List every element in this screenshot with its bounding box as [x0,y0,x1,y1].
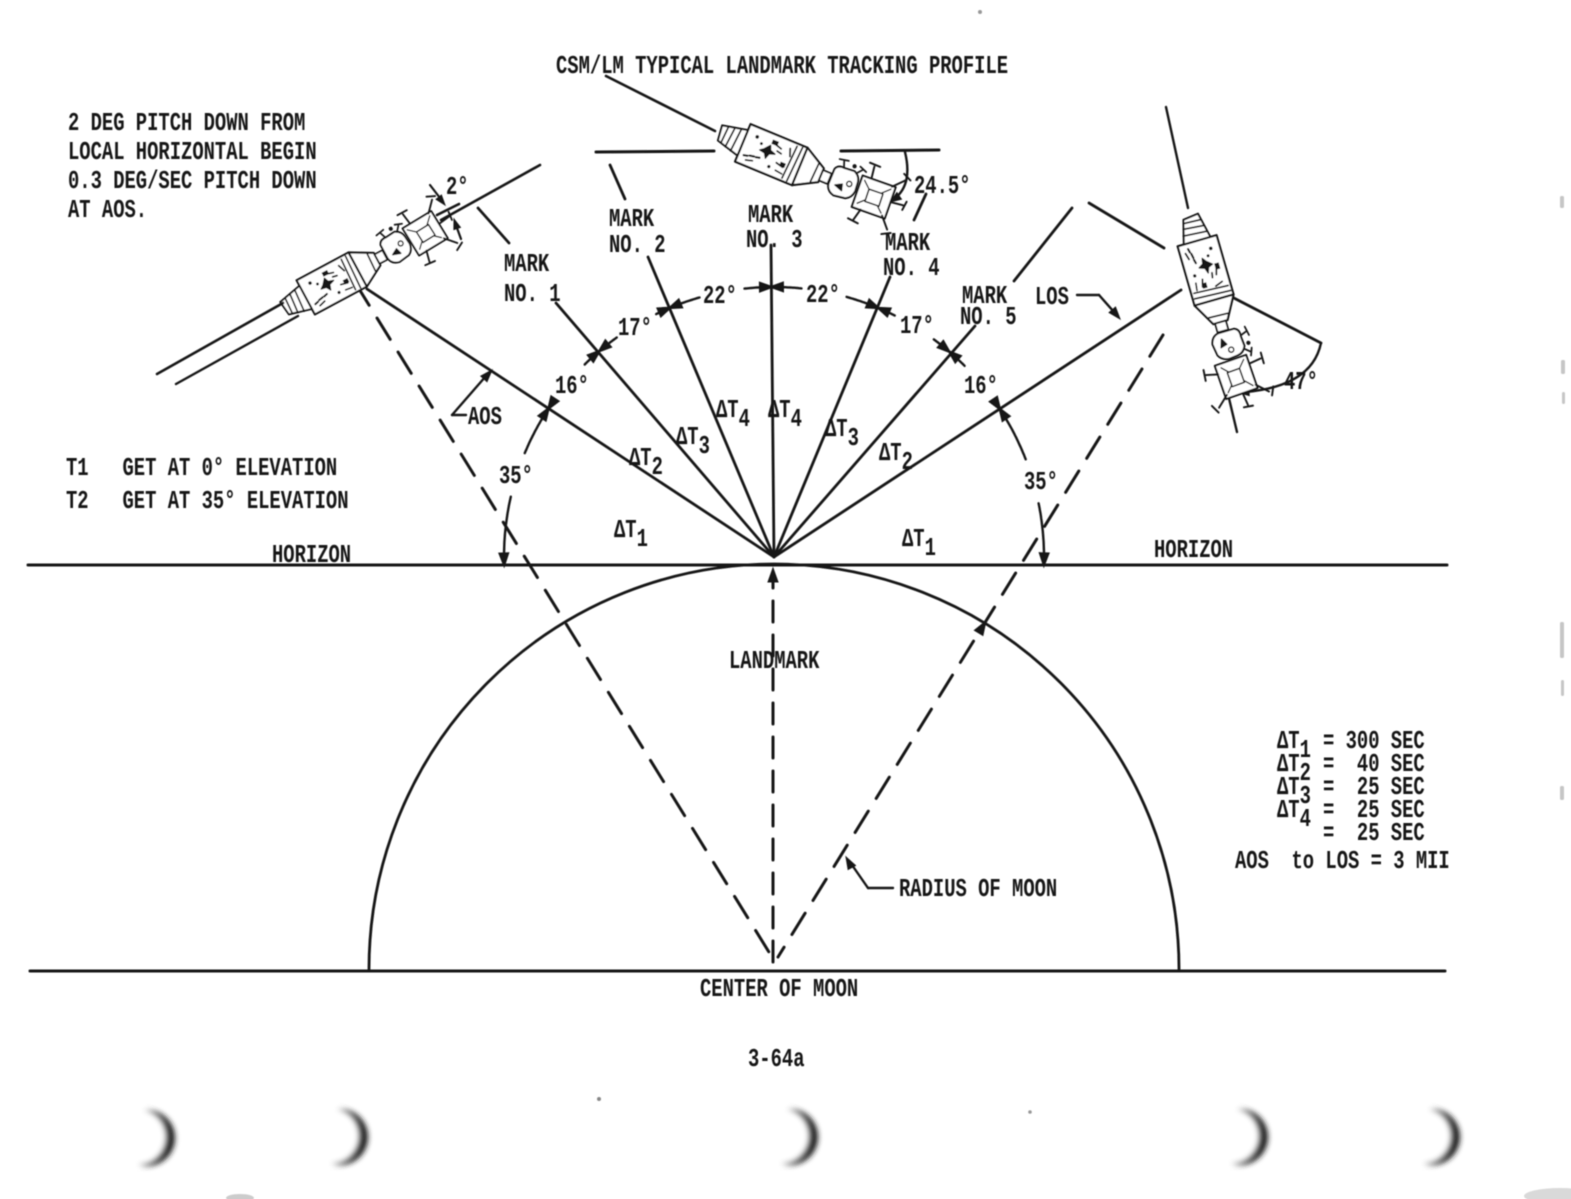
svg-text:MARK: MARK [962,281,1008,311]
svg-text:ΔT: ΔT [629,443,652,473]
svg-text:NO. 2: NO. 2 [609,230,666,260]
svg-text:3: 3 [1300,781,1311,811]
svg-text:= 25 SEC: = 25 SEC [1323,818,1425,848]
svg-text:22°: 22° [703,281,737,311]
svg-text:AOS: AOS [468,402,502,432]
svg-text:2°: 2° [446,172,469,202]
svg-text:ΔT: ΔT [1277,726,1300,756]
svg-text:ΔT: ΔT [825,414,848,444]
svg-text:AOS to LOS = 3 MII: AOS to LOS = 3 MII [1235,846,1450,876]
svg-text:47°: 47° [1284,367,1318,397]
svg-text:MARK: MARK [748,200,794,230]
svg-text:24.5°: 24.5° [914,171,971,201]
svg-text:CENTER OF MOON: CENTER OF MOON [700,974,858,1004]
svg-text:2: 2 [1300,758,1311,788]
svg-text:3: 3 [848,423,859,453]
svg-text:3: 3 [699,431,710,461]
svg-text:HORIZON: HORIZON [1154,535,1233,565]
svg-text:MARK: MARK [885,228,931,258]
svg-text:= 300 SEC: = 300 SEC [1323,726,1425,756]
svg-text:16°: 16° [964,371,998,401]
svg-text:ΔT: ΔT [614,515,637,545]
svg-text:ΔT: ΔT [1277,795,1300,825]
svg-text:LOS: LOS [1035,282,1069,312]
svg-text:LANDMARK: LANDMARK [729,646,820,676]
svg-text:NO. 3: NO. 3 [746,225,803,255]
svg-text:T1 GET AT 0° ELEVATION: T1 GET AT 0° ELEVATION [66,453,337,483]
svg-text:MARK: MARK [504,249,550,279]
svg-text:ΔT: ΔT [1277,749,1300,779]
svg-text:4: 4 [791,404,802,434]
svg-text:4: 4 [1300,804,1311,834]
svg-text:0.3 DEG/SEC PITCH DOWN: 0.3 DEG/SEC PITCH DOWN [68,166,317,196]
svg-text:1: 1 [1300,735,1311,765]
svg-text:1: 1 [925,533,936,563]
svg-text:ΔT: ΔT [716,395,739,425]
svg-text:ΔT: ΔT [676,422,699,452]
svg-text:NO. 1: NO. 1 [504,279,561,309]
svg-text:= 40 SEC: = 40 SEC [1323,749,1425,779]
svg-text:2: 2 [652,452,663,482]
svg-text:35°: 35° [1024,467,1058,497]
svg-text:= 25 SEC: = 25 SEC [1323,772,1425,802]
svg-text:ΔT: ΔT [902,524,925,554]
svg-text:22°: 22° [806,280,840,310]
svg-text:ΔT: ΔT [879,438,902,468]
svg-text:16°: 16° [555,371,589,401]
svg-text:NO. 5: NO. 5 [960,302,1017,332]
svg-text:AT AOS.: AT AOS. [68,195,147,225]
svg-text:HORIZON: HORIZON [272,540,351,570]
svg-text:LOCAL HORIZONTAL BEGIN: LOCAL HORIZONTAL BEGIN [68,137,317,167]
svg-text:RADIUS OF MOON: RADIUS OF MOON [899,874,1057,904]
svg-text:17°: 17° [618,313,652,343]
svg-text:MARK: MARK [609,204,655,234]
svg-text:1: 1 [637,524,648,554]
svg-text:4: 4 [739,404,750,434]
svg-text:2 DEG PITCH DOWN FROM: 2 DEG PITCH DOWN FROM [68,108,305,138]
svg-text:ΔT: ΔT [1277,772,1300,802]
svg-text:ΔT: ΔT [768,395,791,425]
svg-text:CSM/LM TYPICAL LANDMARK TRACKI: CSM/LM TYPICAL LANDMARK TRACKING PROFILE [556,51,1008,81]
svg-text:3-64a: 3-64a [748,1044,805,1074]
svg-text:NO. 4: NO. 4 [883,253,940,283]
svg-text:35°: 35° [499,461,533,491]
svg-text:T2 GET AT 35° ELEVATION: T2 GET AT 35° ELEVATION [66,486,349,516]
svg-text:= 25 SEC: = 25 SEC [1323,795,1425,825]
svg-text:17°: 17° [900,311,934,341]
svg-text:2: 2 [902,447,913,477]
